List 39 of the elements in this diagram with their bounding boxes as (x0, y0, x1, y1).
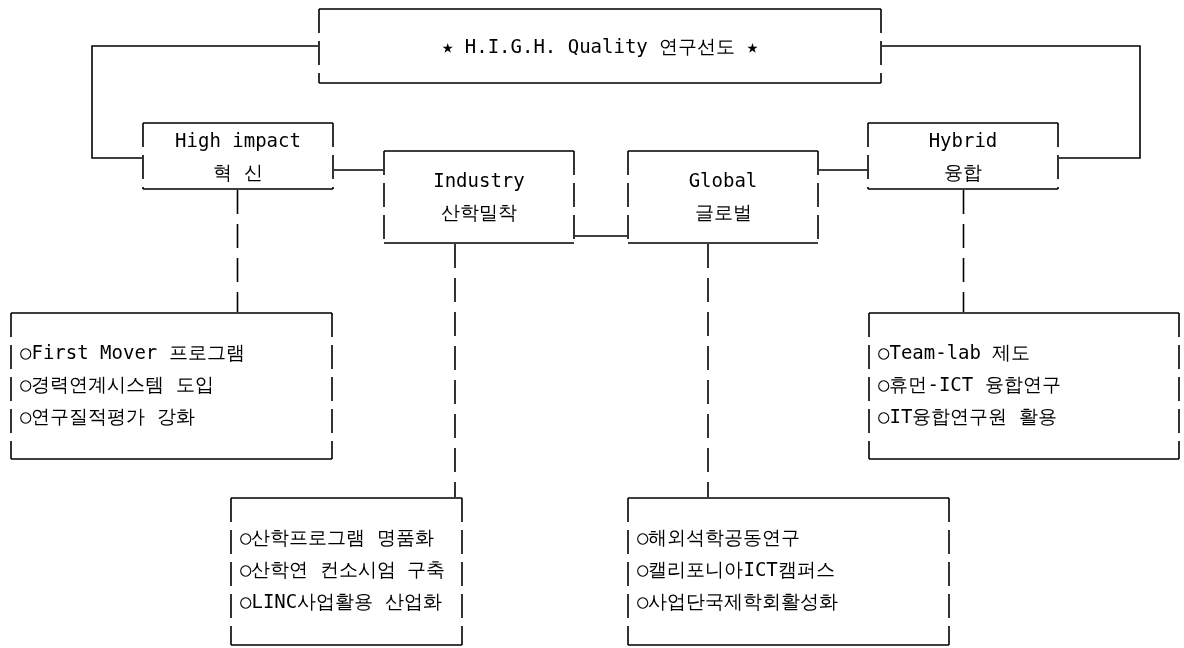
connector-line (574, 235, 628, 237)
list-item: ○First Mover 프로그램 (20, 340, 246, 365)
connector-line (707, 243, 709, 498)
category-label: Industry (432, 168, 526, 193)
list-item: ○캘리포니아ICT캠퍼스 (637, 557, 836, 582)
category-subtitle: 글로벌 (693, 200, 753, 225)
connector-line (881, 45, 1141, 159)
connector-line (91, 45, 319, 159)
category-box (627, 150, 819, 244)
category-box (142, 122, 334, 190)
connector-line (333, 169, 384, 171)
category-subtitle: 융합 (943, 160, 983, 185)
connector-line (962, 189, 965, 313)
list-item: ○LINC사업활용 산업화 (240, 589, 443, 614)
list-box (10, 312, 333, 460)
list-item: ○휴먼-ICT 융합연구 (878, 372, 1062, 397)
title-text: ★ H.I.G.H. Quality 연구선도 ★ (440, 34, 760, 59)
list-item: ○해외석학공동연구 (637, 525, 802, 550)
category-label: Global (687, 168, 759, 193)
category-label: Hybrid (927, 128, 999, 153)
list-item: ○Team-lab 제도 (878, 340, 1032, 365)
connector-line (236, 189, 239, 313)
list-item: ○산학연 컨소시엄 구축 (240, 557, 447, 582)
list-item: ○경력연계시스템 도입 (20, 372, 215, 397)
category-box (867, 122, 1059, 190)
list-box (868, 312, 1180, 460)
list-box (230, 497, 463, 646)
list-item: ○산학프로그램 명품화 (240, 525, 435, 550)
list-item: ○사업단국제학회활성화 (637, 589, 840, 614)
title-box (318, 8, 882, 84)
category-subtitle: 산학밀착 (440, 200, 518, 225)
category-subtitle: 혁 신 (212, 160, 264, 185)
list-item: ○IT융합연구원 활용 (878, 404, 1058, 429)
list-item: ○연구질적평가 강화 (20, 404, 196, 429)
connector-line (818, 169, 868, 171)
list-box (627, 497, 950, 646)
connector-line (454, 243, 456, 498)
category-label: High impact (174, 128, 302, 153)
category-box (383, 150, 575, 244)
